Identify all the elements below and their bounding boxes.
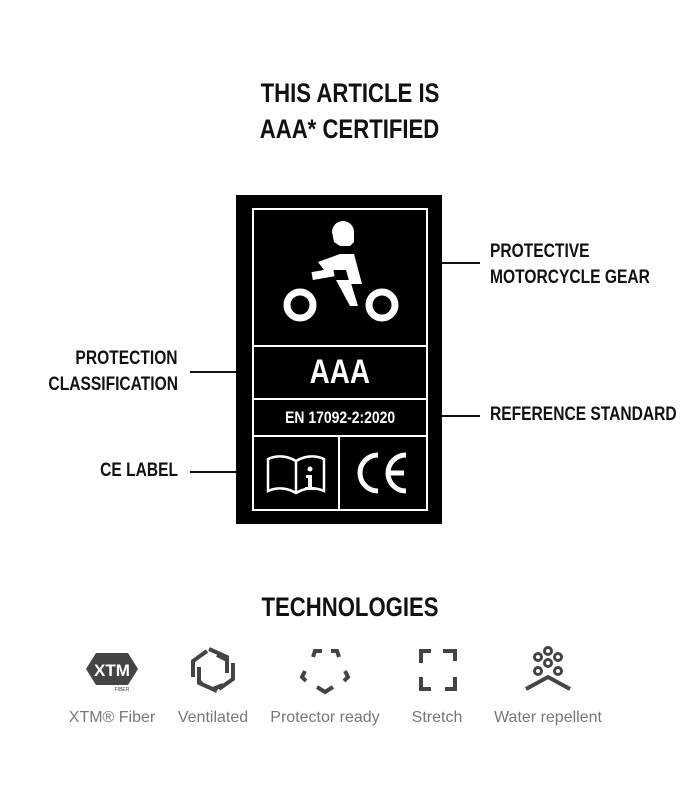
tech-label: Stretch <box>411 709 463 726</box>
tech-label: XTM® Fiber <box>68 709 156 726</box>
title-line-1: THIS ARTICLE IS <box>260 78 440 108</box>
callout-ce-text: CE LABEL <box>100 460 178 481</box>
water-repellent-icon <box>525 646 571 691</box>
callout-line-gear <box>442 262 480 264</box>
tech-label: Ventilated <box>177 709 249 726</box>
technologies-title-text: TECHNOLOGIES <box>261 592 439 622</box>
callout-class-line1: PROTECTION <box>75 348 178 369</box>
tech-item-xtm: XTM FIBER XTM® Fiber <box>47 645 177 727</box>
tech-label: Protector ready <box>270 709 380 726</box>
title-line-2: AAA* CERTIFIED <box>260 114 440 144</box>
xtm-fiber-icon: XTM FIBER <box>86 653 138 693</box>
callout-line-reference <box>442 415 480 417</box>
callout-gear-line1: PROTECTIVE <box>490 241 590 262</box>
callout-classification: PROTECTION CLASSIFICATION <box>20 346 178 398</box>
callout-line-classification <box>190 371 236 373</box>
info-cell <box>254 437 340 509</box>
ce-mark-icon <box>357 452 407 494</box>
page-title: THIS ARTICLE IS AAA* CERTIFIED <box>0 75 700 147</box>
callout-ce: CE LABEL <box>83 458 178 484</box>
callout-gear: PROTECTIVE MOTORCYCLE GEAR <box>490 239 685 291</box>
classification-value: AAA <box>309 353 371 391</box>
standard-section: EN 17092-2:2020 <box>254 400 426 437</box>
callout-line-ce <box>190 471 236 473</box>
technologies-title: TECHNOLOGIES <box>0 589 700 625</box>
svg-text:FIBER: FIBER <box>115 687 130 693</box>
callout-reference-text: REFERENCE STANDARD <box>490 404 677 425</box>
callout-reference: REFERENCE STANDARD <box>490 402 700 428</box>
tech-item-ventilated: Ventilated <box>148 645 278 727</box>
tech-item-water: Water repellent <box>483 645 613 727</box>
tech-label: Water repellent <box>494 709 602 726</box>
ventilated-icon <box>191 647 235 693</box>
stretch-icon <box>419 649 457 691</box>
ce-cell <box>340 437 426 509</box>
standard-value: EN 17092-2:2020 <box>284 408 396 427</box>
tech-item-protector: Protector ready <box>260 645 390 727</box>
motorcycle-rider-icon <box>283 221 399 322</box>
svg-text:XTM: XTM <box>94 661 130 680</box>
callout-class-line2: CLASSIFICATION <box>48 374 178 395</box>
tech-item-stretch: Stretch <box>372 645 502 727</box>
classification-section: AAA <box>254 347 426 400</box>
certification-badge: AAA EN 17092-2:2020 <box>236 195 442 524</box>
callout-gear-line2: MOTORCYCLE GEAR <box>490 267 650 288</box>
info-manual-icon <box>266 455 326 495</box>
protector-ready-icon <box>299 649 351 695</box>
rider-section <box>254 210 426 347</box>
